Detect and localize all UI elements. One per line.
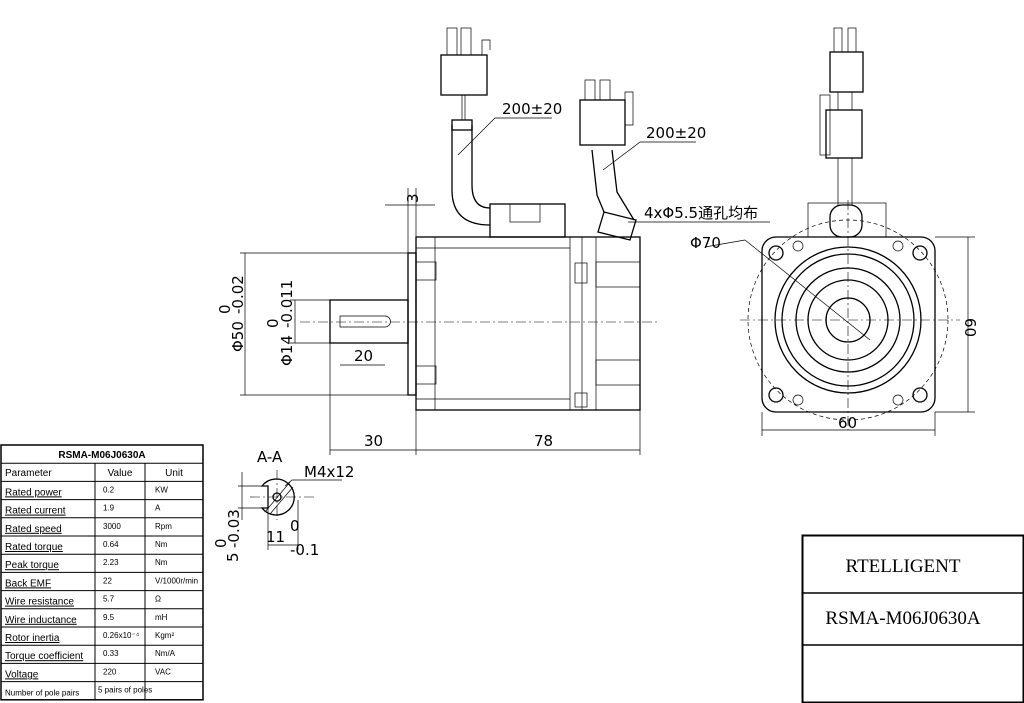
spec-row-value: 2.23: [103, 558, 119, 567]
svg-text:0: 0: [212, 538, 230, 548]
dim-square-width: 60: [838, 414, 857, 432]
dim-cable-length-2: 200±20: [646, 124, 706, 142]
spec-table-header: Value: [108, 468, 133, 479]
spec-row-parameter: Rated speed: [5, 524, 62, 535]
spec-row-unit: Nm/A: [155, 649, 176, 658]
connector-housing-1: [489, 203, 566, 238]
title-block: RTELLIGENT RSMA-M06J0630A: [801, 534, 1024, 703]
dim-pilot-diameter: Φ50: [229, 321, 247, 352]
svg-text:0: 0: [216, 304, 234, 314]
svg-text:0: 0: [290, 517, 300, 535]
section-label: A-A: [257, 448, 283, 466]
dim-shaft-length: 30: [364, 432, 383, 450]
spec-row-value: 220: [103, 667, 117, 676]
section-a-a: A-A M4x12 11 0 -0.1 5 0 -0.03: [212, 448, 354, 562]
spec-row-value: 0.2: [103, 485, 115, 494]
spec-row-unit: Rpm: [155, 522, 172, 531]
spec-row-unit: KW: [155, 485, 168, 494]
spec-row-value: 22: [103, 576, 112, 585]
dim-pcd: Φ70: [690, 234, 721, 252]
spec-row-unit: A: [155, 504, 161, 513]
dim-thread: M4x12: [304, 463, 354, 481]
dim-key-width: 5: [224, 552, 242, 562]
svg-text:-0.011: -0.011: [278, 280, 296, 328]
spec-row-unit: VAC: [155, 667, 171, 676]
dim-body-length: 78: [534, 432, 553, 450]
keyway: [339, 315, 391, 328]
spec-row-unit: Nm: [155, 540, 168, 549]
spec-row-parameter: Wire inductance: [5, 615, 77, 626]
shaft-section: [260, 478, 295, 516]
spec-row-parameter: Wire resistance: [5, 597, 74, 608]
svg-text:-0.02: -0.02: [229, 275, 247, 314]
spec-row-parameter: Torque coefficient: [5, 651, 83, 662]
mount-holes: [768, 240, 928, 406]
svg-text:0: 0: [264, 318, 282, 328]
cable-gland-2: [597, 211, 637, 241]
model-number: RSMA-M06J0630A: [825, 608, 980, 629]
svg-text:-0.1: -0.1: [290, 541, 319, 559]
flange: [407, 252, 417, 396]
spec-row-unit: Kgm²: [155, 631, 174, 640]
shaft: [329, 299, 409, 344]
svg-text:-0.03: -0.03: [225, 509, 243, 548]
spec-row-value: 0.26x10⁻⁴: [103, 631, 140, 640]
spec-table-header: Parameter: [5, 468, 52, 479]
spec-row-unit: Ω: [155, 595, 161, 604]
spec-row-value: 5.7: [103, 595, 115, 604]
dim-cable-length-1: 200±20: [502, 100, 562, 118]
spec-row-parameter: Rated torque: [5, 542, 63, 553]
dim-square-height: 60: [961, 318, 979, 337]
spec-row-parameter: Peak torque: [5, 560, 59, 571]
spec-row-value: 1.9: [103, 504, 115, 513]
spec-row-parameter: Voltage: [5, 669, 39, 680]
spec-row-parameter: Rotor inertia: [5, 633, 60, 644]
spec-row-parameter: Rated current: [5, 506, 66, 517]
spec-table-title: RSMA-M06J0630A: [58, 450, 145, 461]
spec-row-unit: V/1000r/min: [155, 576, 198, 585]
dim-flange-thickness: 3: [404, 193, 422, 203]
spec-table-header: Unit: [165, 468, 183, 479]
spec-row-value: 0.64: [103, 540, 119, 549]
connector-1: [440, 54, 488, 96]
connector-2: [579, 99, 626, 146]
spec-row-parameter: Back EMF: [5, 578, 51, 589]
spec-row-parameter: Rated power: [5, 487, 62, 498]
spec-row-unit: mH: [155, 613, 168, 622]
motor-body: [415, 236, 641, 411]
dim-mount-holes: 4xΦ5.5通孔均布: [644, 204, 758, 222]
spec-row-value: 9.5: [103, 613, 115, 622]
spec-row-value: 0.33: [103, 649, 119, 658]
company-name: RTELLIGENT: [846, 556, 961, 577]
dim-key-length: 20: [354, 347, 373, 365]
spec-row-value: 3000: [103, 522, 121, 531]
dim-key-height: 11: [266, 528, 285, 546]
side-view: 200±20 200±20 3 Φ50 0 -0.02 Φ14 0 -0.011…: [216, 27, 770, 455]
spec-row-value: 5 pairs of poles: [98, 686, 152, 695]
spec-row-parameter: Number of pole pairs: [5, 689, 79, 698]
front-view: 4xΦ5.5通孔均布 Φ70 60 60: [644, 27, 979, 436]
spec-row-unit: Nm: [155, 558, 168, 567]
dim-shaft-diameter: Φ14: [278, 335, 296, 366]
